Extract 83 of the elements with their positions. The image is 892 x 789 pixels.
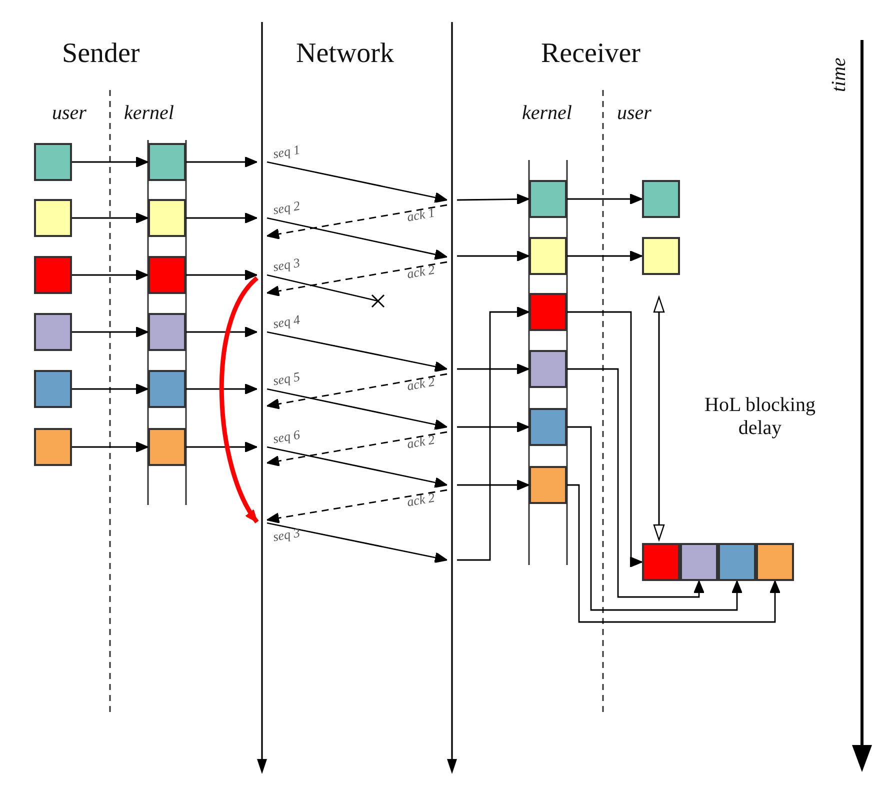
arrow — [567, 484, 780, 623]
edge-label: seq 1 — [272, 142, 302, 162]
arrow — [72, 326, 148, 338]
annotation-text: HoL blocking delay — [704, 394, 816, 440]
packet-box — [529, 408, 567, 446]
column-label: kernel — [124, 102, 174, 125]
edge-label: seq 6 — [272, 426, 302, 448]
edge-label: seq 5 — [272, 368, 302, 390]
lifeline — [447, 22, 457, 774]
arrow — [186, 156, 258, 168]
arrow — [72, 384, 148, 394]
dashed-arrow — [266, 204, 448, 240]
arrow — [266, 217, 448, 260]
arrow — [266, 161, 448, 203]
axis-label: time — [828, 58, 851, 92]
edge-label: ack 2 — [406, 374, 436, 394]
arrow — [567, 368, 704, 598]
edge-label: seq 3 — [272, 524, 302, 546]
column-label: kernel — [522, 102, 572, 125]
arrow — [567, 250, 642, 262]
packet-box — [529, 350, 567, 388]
arrow — [457, 480, 530, 490]
lifeline — [257, 22, 267, 774]
column-label: user — [617, 102, 652, 125]
packet-box — [148, 199, 186, 237]
packet-box — [34, 199, 72, 237]
arrow — [266, 388, 448, 430]
packet-box — [529, 466, 567, 504]
packet-box — [529, 237, 567, 275]
arrow — [72, 212, 148, 224]
packet-box — [34, 370, 72, 408]
heading: Sender — [62, 38, 140, 70]
packet-box — [148, 143, 186, 181]
edge-label: seq 3 — [272, 254, 302, 276]
arrow — [186, 442, 258, 452]
packet-box — [34, 143, 72, 181]
arrow — [457, 364, 530, 374]
packet-box — [34, 256, 72, 294]
arrow — [457, 422, 530, 432]
edge-label: ack 2 — [406, 490, 436, 510]
packet-box — [148, 370, 186, 408]
heading: Receiver — [541, 38, 640, 70]
packet-box — [148, 313, 186, 351]
arrow — [186, 270, 258, 280]
dashed-arrow — [266, 431, 448, 466]
packet-box — [680, 543, 718, 581]
packet-box — [529, 180, 567, 218]
packet-box — [718, 543, 756, 581]
arrow — [567, 426, 742, 611]
packet-box — [756, 543, 794, 581]
packet-box — [148, 256, 186, 294]
arrow — [186, 212, 258, 224]
arrow — [266, 522, 448, 563]
arrow — [567, 311, 642, 568]
arrow — [567, 194, 642, 204]
arrow — [72, 442, 148, 452]
heading: Network — [296, 38, 394, 70]
packet-box — [529, 293, 567, 331]
dashed-arrow — [266, 489, 448, 524]
arrow — [186, 326, 258, 338]
packet-box — [34, 428, 72, 466]
arrow — [266, 331, 448, 372]
edge-label: ack 2 — [406, 432, 436, 452]
arrow — [72, 270, 148, 280]
dashed-arrow — [266, 261, 448, 296]
edge-label: ack 2 — [406, 262, 436, 282]
arrow — [266, 446, 448, 488]
dashed-arrow — [266, 373, 448, 410]
arrow — [457, 194, 530, 205]
arrow — [457, 250, 530, 262]
column-label: user — [52, 102, 86, 125]
packet-box — [642, 543, 680, 581]
arrow — [220, 276, 259, 524]
edge-label: seq 4 — [272, 312, 302, 332]
packet-box — [34, 313, 72, 351]
edge-label: ack 1 — [406, 204, 436, 226]
arrow — [457, 306, 530, 561]
arrow — [72, 156, 148, 168]
packet-box — [148, 428, 186, 466]
packet-box — [642, 180, 680, 218]
arrow — [186, 384, 258, 394]
edge-label: seq 2 — [272, 198, 302, 218]
packet-box — [642, 237, 680, 275]
